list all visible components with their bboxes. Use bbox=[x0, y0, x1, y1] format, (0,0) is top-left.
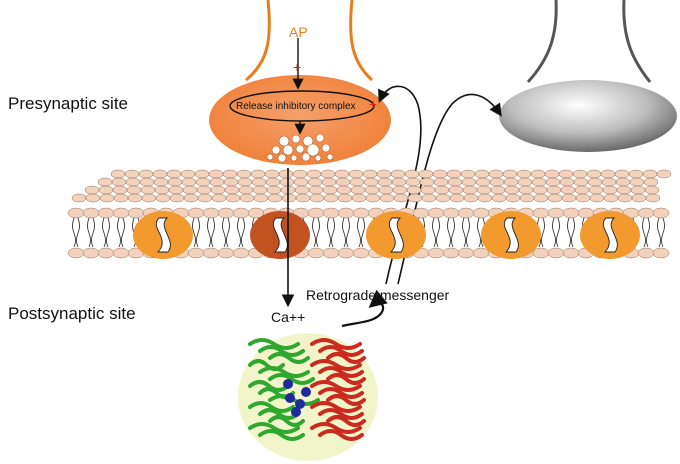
neighbor-terminal bbox=[499, 0, 677, 152]
postsynaptic-site-label: Postsynaptic site bbox=[8, 304, 136, 323]
ap-plus-sign: + bbox=[293, 59, 301, 75]
protein-structure-icon bbox=[238, 333, 378, 461]
vesicle-icon bbox=[266, 133, 334, 163]
presynaptic-axon bbox=[245, 0, 374, 82]
calcium-to-retrograde-arrow bbox=[341, 289, 388, 328]
presynaptic-terminal bbox=[209, 75, 391, 165]
release-inhibitory-complex-label: Release inhibitory complex bbox=[236, 101, 356, 112]
presynaptic-site-label: Presynaptic site bbox=[8, 94, 128, 113]
calcium-label: Ca++ bbox=[271, 309, 306, 325]
release-inhibitory-complex bbox=[229, 90, 375, 122]
ap-label: AP bbox=[289, 24, 308, 40]
retrograde-messenger-label: Retrograde messenger bbox=[306, 287, 450, 303]
lipid-bilayer bbox=[67, 169, 672, 259]
ion-channel-icon bbox=[133, 211, 640, 259]
complex-plus-sign: + bbox=[369, 96, 377, 112]
